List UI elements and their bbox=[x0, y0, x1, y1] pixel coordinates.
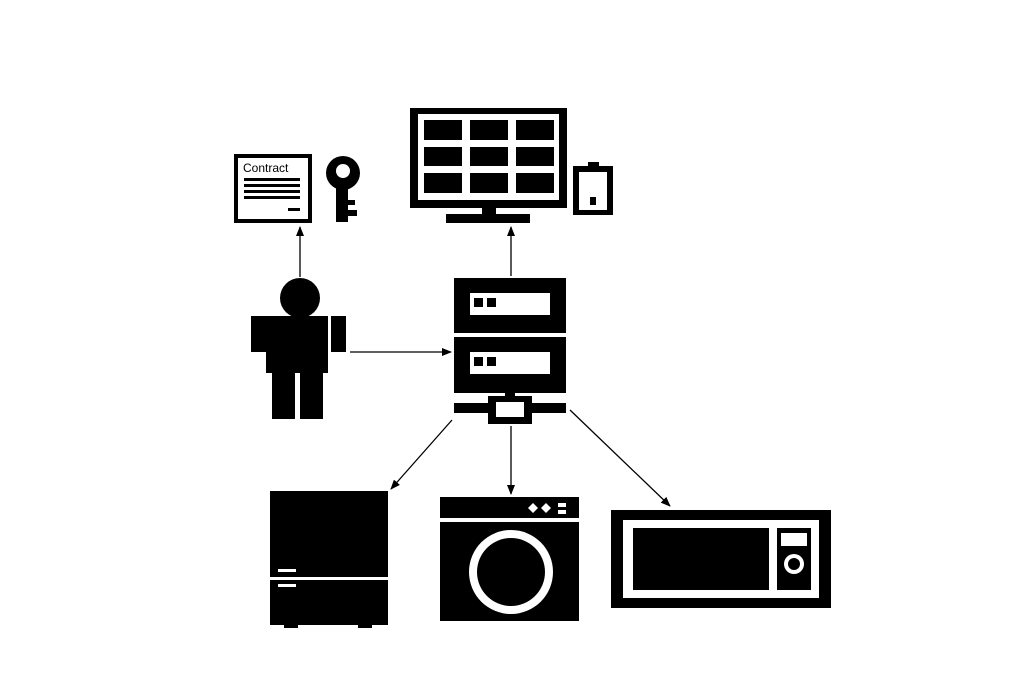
microwave-icon bbox=[611, 510, 831, 608]
key-icon bbox=[326, 156, 360, 222]
edge-server-to-refrigerator bbox=[390, 419, 453, 490]
refrigerator-icon bbox=[270, 491, 388, 628]
washing-machine-icon bbox=[440, 497, 579, 621]
person-icon bbox=[251, 278, 346, 419]
server-gateway-icon bbox=[454, 278, 566, 424]
edge-server-to-microwave bbox=[569, 409, 671, 507]
contract-document-icon: Contract bbox=[234, 154, 312, 223]
mobile-phone-icon bbox=[573, 162, 613, 215]
monitor-dashboard-icon bbox=[410, 108, 567, 223]
connectors bbox=[296, 226, 671, 507]
contract-label: Contract bbox=[243, 161, 289, 175]
